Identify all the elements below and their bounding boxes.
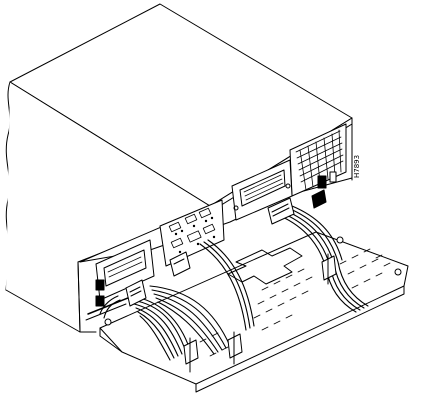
module-upper-right [231,159,293,221]
cable-bundle-center [149,239,255,355]
cable-tie [183,337,199,373]
cable-connector [169,251,191,277]
bracket-screws [104,236,402,326]
center-connector-board [159,199,225,267]
cable-tie [227,331,243,365]
cable-connector [125,279,147,307]
cable-ties [183,253,337,373]
figure-id-text: H7893 [353,155,361,178]
figure-id-label: H7893 [353,155,361,178]
cable-connector [311,189,327,209]
cable-connectors [125,189,327,307]
cable-connector [267,197,295,225]
module-lower-left [95,239,155,307]
cable-tie [321,253,337,285]
